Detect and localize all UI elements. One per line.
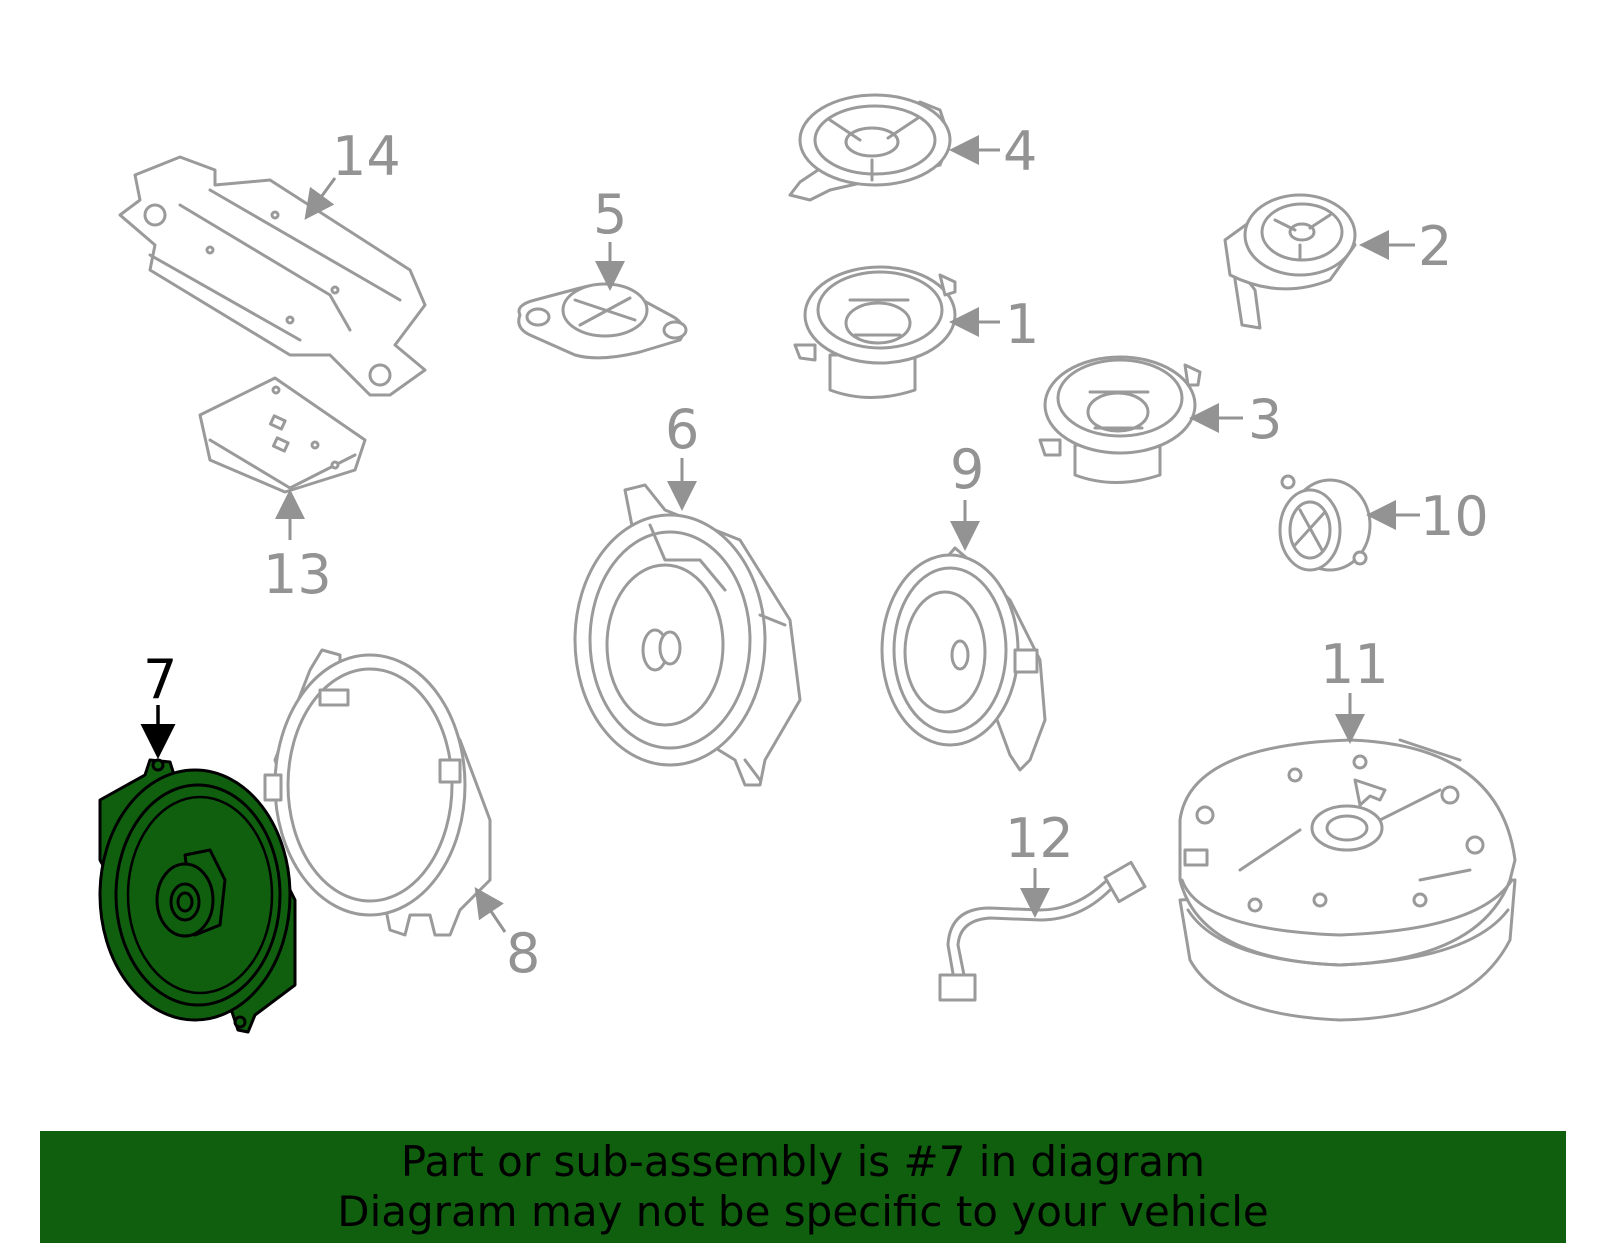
label-14: 14 xyxy=(332,125,401,188)
label-9: 9 xyxy=(950,438,984,501)
leader-arrows xyxy=(140,135,1420,933)
part-10-speaker xyxy=(1278,474,1372,572)
part-5-tweeter xyxy=(517,282,688,360)
label-3: 3 xyxy=(1248,388,1282,451)
part-4-tweeter xyxy=(788,93,952,202)
label-4: 4 xyxy=(1003,120,1037,183)
part-1-speaker xyxy=(793,265,957,399)
label-1: 1 xyxy=(1005,293,1039,356)
label-10: 10 xyxy=(1420,485,1489,548)
label-8: 8 xyxy=(506,922,540,985)
label-6: 6 xyxy=(665,398,699,461)
part-11-subwoofer xyxy=(1178,738,1517,1022)
label-2: 2 xyxy=(1418,215,1452,278)
part-12-harness xyxy=(938,860,1147,1002)
label-13: 13 xyxy=(263,543,332,606)
banner-line-part: Part or sub-assembly is #7 in diagram xyxy=(400,1137,1206,1186)
part-6-speaker xyxy=(573,483,802,787)
callout-labels: 14 13 5 4 1 2 3 10 6 9 11 12 8 7 xyxy=(143,120,1489,985)
part-8-ring xyxy=(263,648,492,937)
parts-diagram: 14 13 5 4 1 2 3 10 6 9 11 12 8 7 xyxy=(98,93,1517,1034)
part-3-speaker xyxy=(1038,355,1202,484)
label-7: 7 xyxy=(143,648,177,711)
part-14-bracket xyxy=(118,155,427,397)
part-7-speaker-highlighted xyxy=(98,758,297,1034)
part-13-amplifier xyxy=(198,376,367,494)
label-5: 5 xyxy=(593,183,627,246)
label-12: 12 xyxy=(1005,807,1074,870)
banner-line-disclaimer: Diagram may not be specific to your vehi… xyxy=(337,1187,1269,1236)
info-banner: Part or sub-assembly is #7 in diagram Di… xyxy=(40,1131,1566,1243)
part-9-speaker xyxy=(880,546,1047,772)
part-2-tweeter xyxy=(1223,193,1357,330)
label-11: 11 xyxy=(1320,633,1389,696)
